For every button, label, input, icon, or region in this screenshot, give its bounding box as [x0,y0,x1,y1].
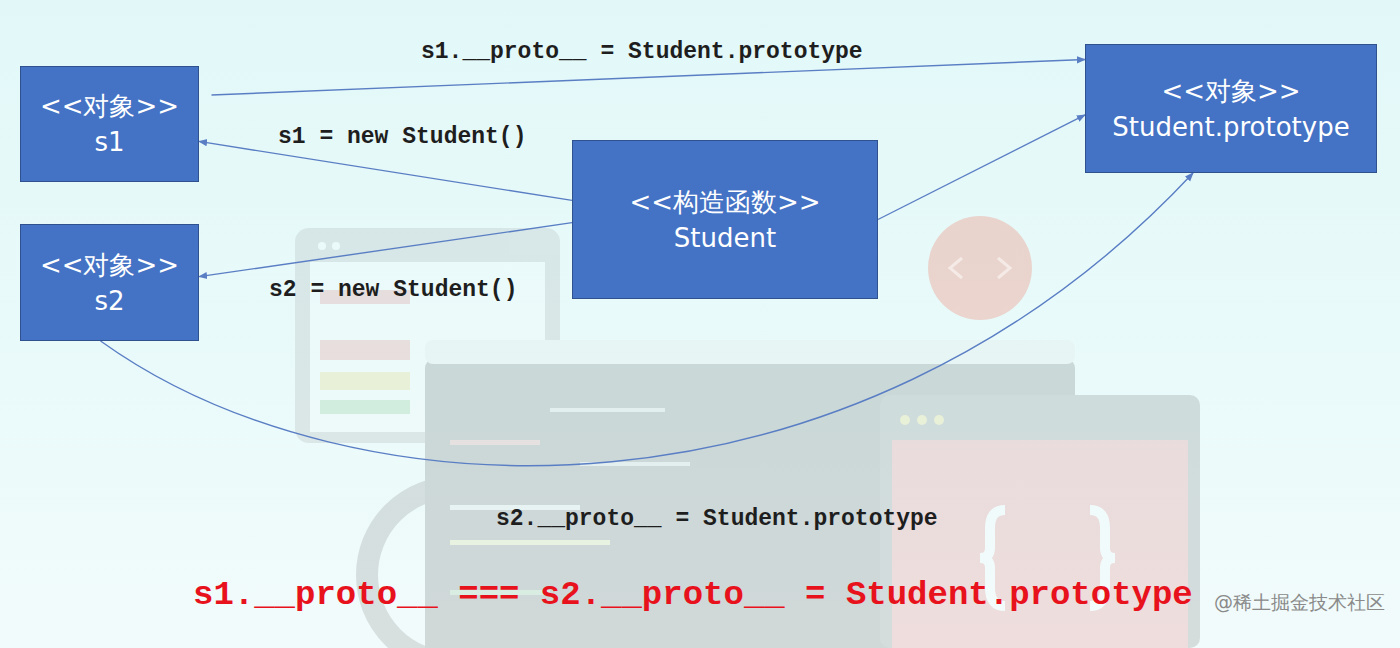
watermark: @稀土掘金技术社区 [1214,590,1385,616]
edge-label: s2.__proto__ = Student.prototype [493,505,941,533]
faint-badge [928,216,1032,320]
node-name: s1 [94,124,124,160]
connector-arrow [199,223,572,277]
edge-label: s1.__proto__ = Student.prototype [418,38,866,66]
object-box: <<对象>>s1 [20,66,199,182]
node-name: Student [674,220,776,256]
edge-label: s2 = new Student() [266,276,520,304]
constructor-box: <<构造函数>>Student [572,140,878,299]
stereotype-text: <<对象>> [40,88,179,124]
stereotype-text: <<构造函数>> [629,184,820,220]
edge-label: s1 = new Student() [275,123,529,151]
prototype-box: <<对象>>Student.prototype [1085,44,1377,173]
object-box: <<对象>>s2 [20,224,199,341]
stereotype-text: <<对象>> [40,247,179,283]
connector-arrow [199,141,572,200]
stereotype-text: <<对象>> [1161,73,1300,109]
equation-note: s1.__proto__ === s2.__proto__ = Student.… [193,576,1193,614]
connector-arrow [878,115,1085,220]
node-name: Student.prototype [1112,109,1349,145]
node-name: s2 [94,283,124,319]
